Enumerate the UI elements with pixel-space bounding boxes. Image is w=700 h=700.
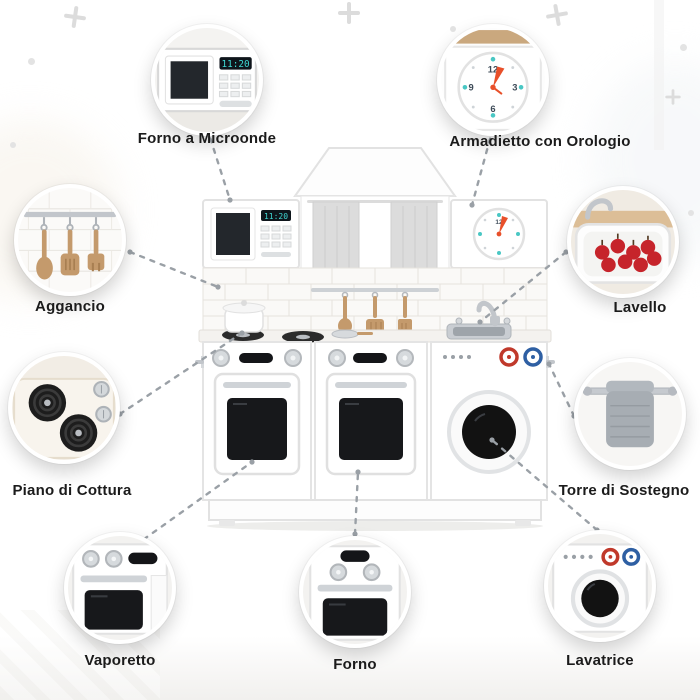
hanging-utensils	[338, 296, 412, 334]
faucet	[476, 300, 498, 327]
callout-cooktop	[8, 352, 120, 464]
label-cooktop: Piano di Cottura	[12, 482, 132, 499]
dot-decoration	[10, 142, 16, 148]
callout-towel-rack	[574, 358, 686, 470]
plus-decoration-icon	[63, 5, 88, 30]
callout-clock-cabinet: 12 3 6 9	[437, 24, 549, 136]
left-oven	[202, 341, 312, 501]
kitchen-backsplash	[202, 267, 548, 331]
label-towel-rack: Torre di Sostegno	[558, 482, 690, 499]
red-knob	[499, 347, 519, 367]
callout-oven	[299, 536, 411, 648]
countertop	[198, 329, 552, 343]
clock-number-12: 12	[495, 219, 503, 226]
dot-decoration	[450, 26, 456, 32]
window-frame	[654, 0, 664, 150]
microwave-time-text: 11:20	[222, 59, 251, 70]
hooks-closeup-image	[18, 188, 122, 292]
callout-sink	[567, 186, 679, 298]
plus-decoration-icon	[544, 2, 569, 27]
label-clock-cabinet: Armadietto con Orologio	[449, 133, 631, 150]
callout-washer	[544, 530, 656, 642]
microwave-closeup-image: 11:20	[155, 28, 259, 132]
oven-closeup-image	[303, 540, 407, 644]
control-badge	[239, 353, 273, 363]
cooktop-burners	[222, 329, 324, 343]
dot-decoration	[28, 58, 35, 65]
label-sink: Lavello	[613, 299, 667, 316]
towel-rack-closeup-image	[578, 362, 682, 466]
towel	[606, 391, 654, 448]
center-oven	[314, 341, 428, 501]
label-oven: Forno	[333, 656, 377, 673]
control-badge	[340, 550, 370, 562]
plus-decoration-icon	[338, 2, 360, 24]
clock-number-6: 6	[490, 104, 495, 114]
clock-number-12: 12	[488, 65, 498, 75]
side-towel-bars	[195, 356, 555, 368]
oven-handle	[317, 584, 393, 592]
pan	[331, 329, 373, 339]
callout-steam-oven	[64, 532, 176, 644]
control-badge	[128, 552, 158, 565]
oven-handle	[335, 382, 407, 388]
sink-closeup-image	[571, 190, 675, 294]
clock-hand	[499, 216, 508, 234]
microwave-keypad	[260, 225, 292, 248]
washer-door	[447, 390, 531, 474]
clock-number-9: 9	[469, 82, 474, 92]
kitchen-roof	[293, 147, 457, 197]
oven-window	[84, 590, 143, 630]
oven-handle	[223, 382, 291, 388]
utensil-rail	[311, 288, 439, 334]
dot-decoration	[688, 210, 694, 216]
steam-oven-closeup-image	[68, 536, 172, 640]
oven-handle	[80, 575, 148, 583]
faucet	[585, 198, 614, 220]
kitchen-clock-cabinet: 12	[450, 199, 548, 269]
clock-hand	[493, 66, 505, 88]
kitchen-microwave-unit: 11:20	[202, 199, 300, 269]
label-hooks: Aggancio	[35, 298, 105, 315]
oven-window	[227, 398, 287, 460]
coil-burner	[59, 414, 98, 452]
microwave-time-text: 11:20	[264, 212, 288, 221]
control-badge	[353, 353, 387, 363]
pot	[222, 300, 266, 333]
label-microwave: Forno a Microonde	[137, 130, 277, 147]
coil-burner	[28, 384, 67, 422]
play-kitchen-image: 11:20 12	[195, 147, 555, 531]
oven-window	[339, 398, 403, 460]
label-washer: Lavatrice	[566, 652, 634, 669]
kitchen-shadow	[207, 521, 543, 531]
oven-window	[322, 598, 388, 636]
microwave-window	[216, 213, 250, 255]
microwave-door	[210, 207, 256, 261]
clock-face	[472, 207, 526, 261]
washing-machine	[430, 341, 548, 501]
clock-number-3: 3	[512, 82, 517, 92]
toy-cherries	[594, 238, 662, 273]
blue-knob	[523, 347, 543, 367]
microwave-display	[261, 210, 291, 221]
washer-closeup-image	[548, 534, 652, 638]
cooktop-closeup-image	[12, 356, 116, 460]
kitchen-sink	[446, 300, 512, 340]
kitchen-base	[208, 499, 542, 526]
dot-decoration	[680, 44, 687, 51]
kitchen-curtains	[300, 195, 450, 285]
callout-microwave: 11:20	[151, 24, 263, 136]
callout-hooks	[14, 184, 126, 296]
label-steam-oven: Vaporetto	[84, 652, 156, 669]
plus-decoration-icon	[665, 89, 681, 105]
clock-cabinet-closeup-image: 12 3 6 9	[441, 28, 545, 132]
